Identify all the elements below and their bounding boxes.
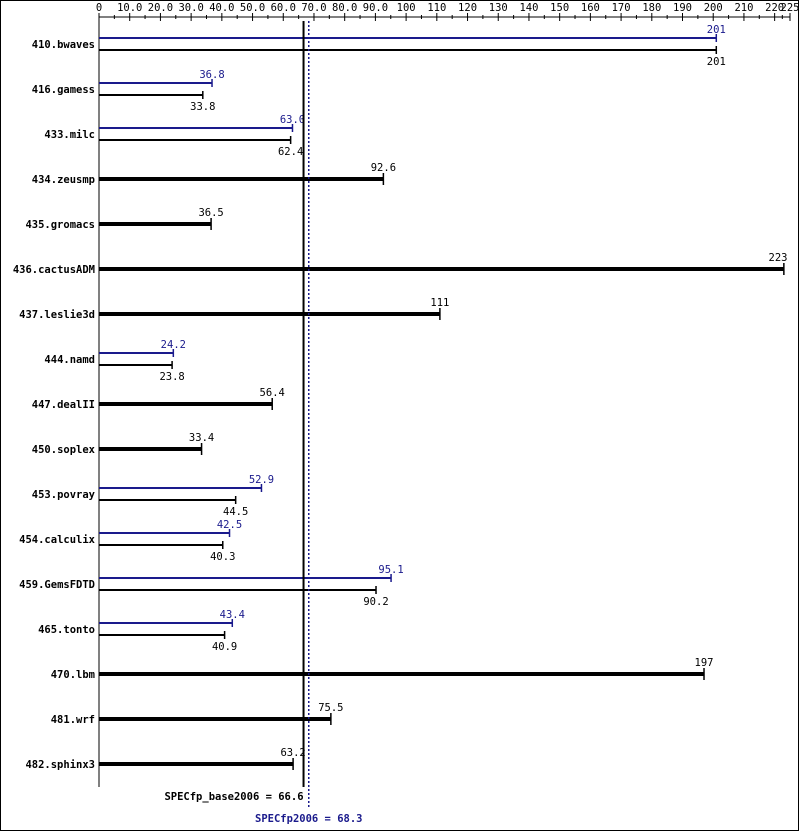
x-tick-label: 0 bbox=[96, 2, 102, 14]
x-tick-label: 80.0 bbox=[332, 2, 357, 14]
x-tick-label: 130 bbox=[489, 2, 508, 14]
x-tick-label: 225 bbox=[781, 2, 798, 14]
benchmark-label: 450.soplex bbox=[32, 444, 96, 456]
base-value-label: 63.2 bbox=[280, 747, 305, 759]
benchmark-label: 416.gamess bbox=[32, 84, 95, 96]
benchmark-label: 410.bwaves bbox=[32, 39, 95, 51]
benchmark-label: 437.leslie3d bbox=[19, 309, 95, 321]
base-value-label: 33.8 bbox=[190, 101, 215, 113]
base-value-label: 92.6 bbox=[371, 162, 396, 174]
x-tick-label: 160 bbox=[581, 2, 600, 14]
x-tick-label: 140 bbox=[519, 2, 538, 14]
x-axis: 0 10.0 20.0 30.0 40.0 50.0 60.0 70.0 80.0 90.0 100… bbox=[96, 2, 798, 787]
base-value-label: 201 bbox=[707, 56, 726, 68]
base-value-label: 44.5 bbox=[223, 506, 248, 518]
base-mean-label: SPECfp_base2006 = 66.6 bbox=[164, 791, 303, 803]
peak-value-label: 63.0 bbox=[280, 114, 305, 126]
benchmark-label: 434.zeusmp bbox=[32, 174, 95, 186]
x-tick-label: 190 bbox=[673, 2, 692, 14]
x-tick-label: 60.0 bbox=[271, 2, 296, 14]
benchmark-label: 444.namd bbox=[44, 354, 95, 366]
x-tick-label: 170 bbox=[612, 2, 631, 14]
benchmark-label: 470.lbm bbox=[51, 669, 95, 681]
peak-value-label: 52.9 bbox=[249, 474, 274, 486]
base-value-label: 33.4 bbox=[189, 432, 214, 444]
benchmark-label: 435.gromacs bbox=[25, 219, 95, 231]
benchmark-label: 447.dealII bbox=[32, 399, 95, 411]
benchmark-label: 465.tonto bbox=[38, 624, 95, 636]
peak-value-label: 95.1 bbox=[378, 564, 403, 576]
x-tick-label: 210 bbox=[734, 2, 753, 14]
x-tick-label: 90.0 bbox=[363, 2, 388, 14]
peak-value-label: 24.2 bbox=[161, 339, 186, 351]
x-tick-label: 50.0 bbox=[240, 2, 265, 14]
base-value-label: 62.4 bbox=[278, 146, 303, 158]
bars: 410.bwaves 201 201 416.gamess 36.8 33.8 433.mi… bbox=[13, 24, 788, 771]
peak-value-label: 36.8 bbox=[199, 69, 224, 81]
x-tick-label: 150 bbox=[550, 2, 569, 14]
base-value-label: 23.8 bbox=[159, 371, 184, 383]
x-tick-label: 200 bbox=[704, 2, 723, 14]
benchmark-label: 459.GemsFDTD bbox=[19, 579, 95, 591]
x-tick-label: 20.0 bbox=[148, 2, 173, 14]
base-value-label: 197 bbox=[695, 657, 714, 669]
x-tick-label: 40.0 bbox=[209, 2, 234, 14]
x-tick-label: 120 bbox=[458, 2, 477, 14]
base-value-label: 56.4 bbox=[260, 387, 285, 399]
base-value-label: 36.5 bbox=[198, 207, 223, 219]
x-tick-label: 220 bbox=[765, 2, 784, 14]
base-value-label: 223 bbox=[769, 252, 788, 264]
peak-value-label: 42.5 bbox=[217, 519, 242, 531]
peak-mean-label: SPECfp2006 = 68.3 bbox=[255, 813, 362, 825]
base-value-label: 75.5 bbox=[318, 702, 343, 714]
base-value-label: 111 bbox=[430, 297, 449, 309]
benchmark-label: 454.calculix bbox=[19, 534, 96, 546]
benchmark-label: 481.wrf bbox=[51, 714, 95, 726]
benchmark-label: 453.povray bbox=[32, 489, 96, 501]
base-value-label: 40.3 bbox=[210, 551, 235, 563]
peak-value-label: 201 bbox=[707, 24, 726, 36]
x-tick-label: 180 bbox=[642, 2, 661, 14]
benchmark-label: 436.cactusADM bbox=[13, 264, 95, 276]
x-tick-label: 10.0 bbox=[117, 2, 142, 14]
benchmark-label: 433.milc bbox=[44, 129, 95, 141]
base-value-label: 90.2 bbox=[363, 596, 388, 608]
x-tick-label: 110 bbox=[427, 2, 446, 14]
x-tick-label: 70.0 bbox=[301, 2, 326, 14]
peak-value-label: 43.4 bbox=[220, 609, 245, 621]
benchmark-label: 482.sphinx3 bbox=[25, 759, 95, 771]
x-tick-label: 30.0 bbox=[178, 2, 203, 14]
base-value-label: 40.9 bbox=[212, 641, 237, 653]
x-tick-label: 100 bbox=[397, 2, 416, 14]
